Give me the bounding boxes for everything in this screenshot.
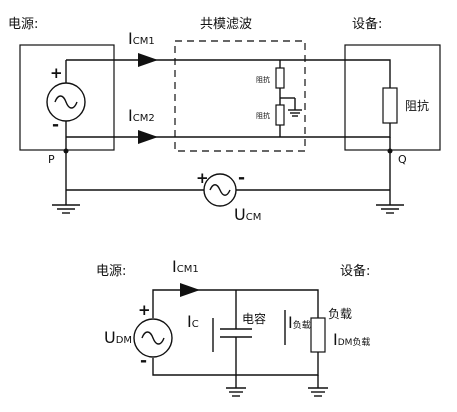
ground-icon: [52, 204, 80, 214]
udm-plus: +: [138, 301, 151, 319]
ac-source: [46, 82, 86, 122]
udm-label: UDM: [104, 328, 132, 347]
source-minus: -: [52, 115, 59, 135]
icm2-arrow: [138, 130, 158, 144]
filter-label: 共模滤波: [200, 17, 252, 32]
ucm-minus: -: [238, 168, 245, 188]
icm2-label: ICM2: [128, 106, 155, 125]
iload-label: I负载: [288, 313, 311, 332]
ground-icon: [376, 204, 404, 214]
equipment-box: [344, 44, 441, 151]
load-label: 负载: [328, 307, 352, 321]
bottom-source-label: 电源:: [96, 264, 126, 279]
filter-impedance-2: [275, 104, 285, 126]
equipment-label: 设备:: [352, 16, 382, 32]
sine-wave-icon: [141, 331, 165, 345]
capacitor-label: 电容: [242, 311, 266, 326]
differential-mode-circuit: 电源: 设备: ICM1 + - UDM 电容 IC I负: [96, 257, 370, 397]
common-mode-circuit: 电源: 设备: 共模滤波 + - ICM1 ICM2: [8, 16, 441, 224]
filter-impedance-2-label: 阻抗: [256, 111, 270, 120]
equipment-impedance: [382, 87, 398, 124]
source-plus: +: [50, 64, 63, 82]
udm-source: [133, 318, 173, 358]
filter-impedance-1: [275, 67, 285, 89]
udm-minus: -: [140, 351, 147, 371]
ucm-label: UCM: [234, 205, 261, 224]
bottom-icm1-arrow: [180, 283, 200, 297]
idm-label: IDM负载: [333, 330, 370, 349]
sine-wave-icon: [54, 95, 78, 109]
equipment-impedance-label: 阻抗: [405, 98, 429, 113]
source-box: [19, 44, 115, 151]
node-p-label: P: [48, 153, 55, 166]
icm1-arrow: [138, 53, 158, 67]
node-q-label: Q: [398, 153, 407, 166]
ground-icon: [226, 387, 246, 397]
ground-icon: [308, 387, 328, 397]
source-label: 电源:: [8, 17, 38, 32]
bottom-equipment-label: 设备:: [340, 263, 370, 279]
sine-wave-icon: [209, 184, 231, 196]
bottom-icm1-label: ICM1: [172, 257, 199, 276]
load-resistor: [310, 317, 326, 353]
filter-impedance-1-label: 阻抗: [256, 75, 270, 84]
filter-box: [174, 40, 306, 152]
icm1-label: ICM1: [128, 29, 155, 48]
ucm-plus: +: [196, 169, 209, 187]
ic-label: IC: [187, 312, 199, 331]
